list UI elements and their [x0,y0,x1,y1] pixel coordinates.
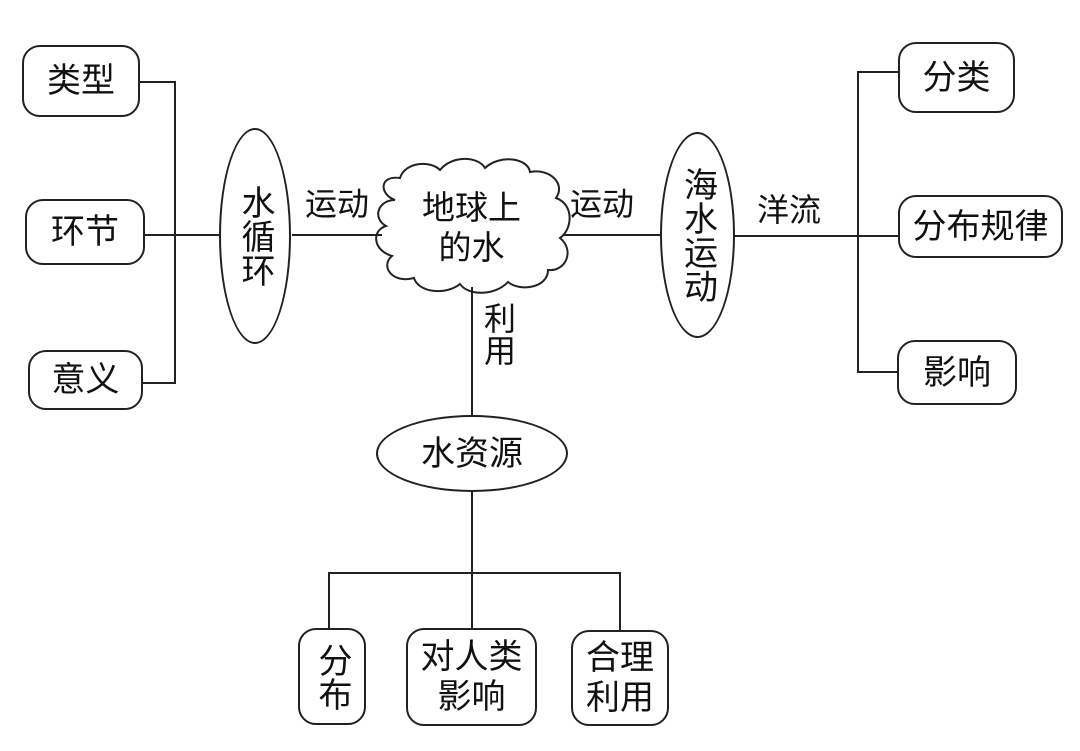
left-bracket [140,81,176,384]
left-child-label: 意义 [51,360,120,400]
left-child-label: 类型 [47,61,115,101]
water-resources-node: 水资源 [376,415,568,492]
bottom-child-node: 合理 利用 [571,630,669,726]
right-bracket [857,71,898,373]
ocean-motion-label: 海水运动 [677,167,718,303]
bottom-child-label: 对人类 影响 [420,637,523,717]
right-child-node: 分布规律 [898,195,1063,258]
center-node-label: 地球上 的水 [422,188,521,267]
left-child-label: 环节 [51,212,119,252]
ocean-current-label: 洋流 [757,191,822,229]
bottom-child-node: 对人类 影响 [406,628,537,726]
water-cycle-node: 水循环 [219,128,291,344]
left-child-node: 环节 [25,199,145,265]
right-child-node: 分类 [898,42,1015,113]
water-cycle-label: 水循环 [235,185,275,287]
left-child-node: 意义 [28,350,143,410]
left-child-node: 类型 [22,45,140,117]
ocean-motion-node: 海水运动 [660,132,735,338]
water-resources-label: 水资源 [421,433,523,474]
left-link-label: 运动 [305,185,370,223]
right-child-label: 分类 [922,57,991,98]
bottom-child-label: 分布 [312,642,352,711]
right-child-label: 影响 [923,352,991,393]
bottom-child-label: 合理 利用 [586,638,654,718]
right-child-node: 影响 [897,340,1017,405]
bottom-child-node: 分布 [298,628,366,725]
right-child-label: 分布规律 [912,206,1049,247]
right-link-label: 运动 [570,185,635,223]
bottom-link-label: 利用 [479,302,517,366]
bottom-bracket [328,572,621,630]
cloud-shape [375,157,571,294]
